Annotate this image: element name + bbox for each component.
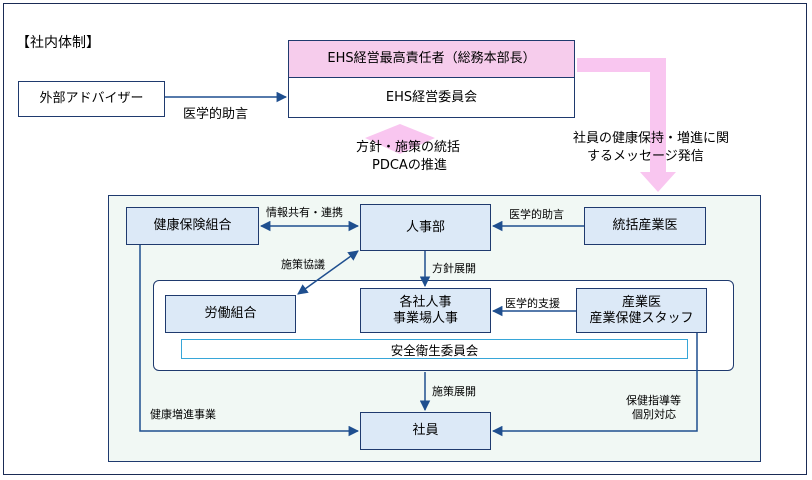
label-measure-deployment: 施策展開 bbox=[432, 385, 476, 398]
company-hr-line2: 事業場人事 bbox=[392, 310, 458, 326]
ehs-officer-box: EHS経営最高責任者（総務本部長） bbox=[288, 40, 575, 78]
label-medical-support: 医学的支援 bbox=[505, 297, 560, 310]
health-insurance-label: 健康保険組合 bbox=[153, 218, 232, 233]
ehs-officer-label: EHS経営最高責任者（総務本部長） bbox=[327, 51, 536, 66]
safety-committee-label: 安全衛生委員会 bbox=[390, 342, 479, 358]
label-medical-advice-external: 医学的助言 bbox=[183, 107, 249, 122]
label-message-line1: 社員の健康保持・増進に関 bbox=[573, 131, 730, 146]
arrow-health-promotion bbox=[139, 245, 360, 437]
label-policy-line1: 方針・施策の統括 bbox=[356, 140, 461, 155]
label-info-sharing: 情報共有・連携 bbox=[266, 206, 343, 219]
label-medical-advice-internal: 医学的助言 bbox=[509, 208, 564, 221]
arrow-health-guidance bbox=[491, 333, 698, 437]
policy-diamond bbox=[365, 124, 435, 154]
occupational-physician-line2: 産業保健スタッフ bbox=[589, 310, 694, 326]
ehs-committee-label: EHS経営委員会 bbox=[385, 89, 478, 105]
hr-department-box: 人事部 bbox=[360, 204, 491, 251]
label-message-line2: するメッセージ発信 bbox=[587, 149, 704, 164]
safety-committee-box: 安全衛生委員会 bbox=[181, 339, 688, 359]
health-insurance-box: 健康保険組合 bbox=[126, 207, 259, 245]
label-health-guidance-line1: 保健指導等 bbox=[626, 394, 681, 407]
label-health-guidance-line2: 個別対応 bbox=[632, 408, 676, 421]
label-policy-deployment: 方針展開 bbox=[432, 262, 476, 275]
occupational-physician-line1: 産業医 bbox=[621, 294, 661, 310]
employees-box: 社員 bbox=[360, 412, 491, 450]
arrow-policy-consultation bbox=[297, 250, 359, 295]
labor-union-label: 労働組合 bbox=[204, 306, 257, 321]
external-advisor-label: 外部アドバイザー bbox=[39, 91, 144, 106]
diagram-title: 【社内体制】 bbox=[16, 35, 100, 51]
ehs-committee-box: EHS経営委員会 bbox=[288, 78, 575, 118]
chief-physician-label: 統括産業医 bbox=[612, 218, 678, 233]
labor-union-box: 労働組合 bbox=[165, 295, 296, 333]
hr-department-label: 人事部 bbox=[405, 219, 445, 235]
company-hr-line1: 各社人事 bbox=[399, 294, 452, 310]
label-health-promotion: 健康増進事業 bbox=[150, 408, 216, 421]
occupational-physician-box: 産業医 産業保健スタッフ bbox=[576, 288, 707, 333]
chief-physician-box: 統括産業医 bbox=[584, 207, 706, 245]
label-policy-line2: PDCAの推進 bbox=[372, 158, 447, 173]
employees-label: 社員 bbox=[412, 423, 439, 438]
company-hr-box: 各社人事 事業場人事 bbox=[360, 288, 491, 333]
external-advisor-box: 外部アドバイザー bbox=[18, 81, 165, 117]
